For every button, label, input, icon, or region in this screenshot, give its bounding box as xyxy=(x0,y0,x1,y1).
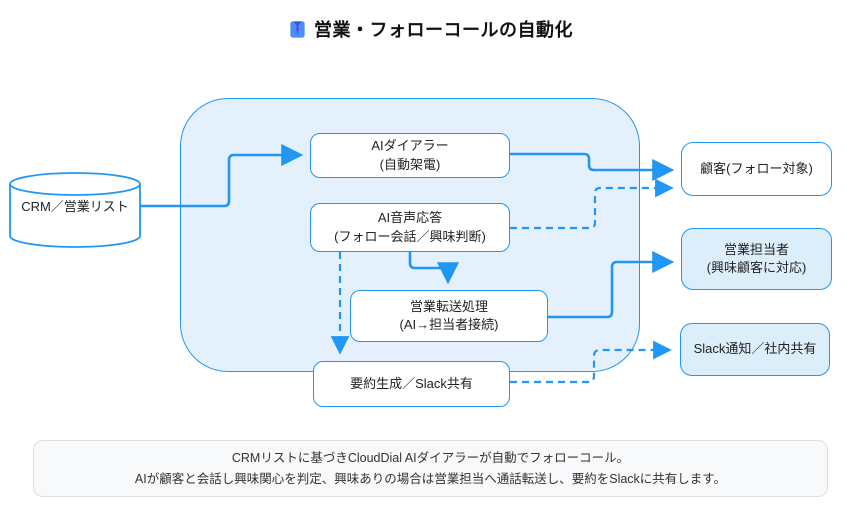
node-ai-dialer: AIダイアラー (自動架電) xyxy=(310,133,510,178)
node-sales-rep-line1: 営業担当者 xyxy=(723,241,789,257)
node-sales-rep: 営業担当者 (興味顧客に対応) xyxy=(681,228,832,290)
page-title-text: 営業・フォローコールの自動化 xyxy=(314,20,573,40)
footer-note: CRMリストに基づきCloudDial AIダイアラーが自動でフォローコール。 … xyxy=(33,440,828,497)
node-ai-voice-response-line2: (フォロー会話／興味判断) xyxy=(334,228,486,244)
node-summary-slack-share: 要約生成／Slack共有 xyxy=(313,361,510,407)
footer-note-line2: AIが顧客と会話し興味関心を判定、興味ありの場合は営業担当へ通話転送し、要約をS… xyxy=(134,471,727,486)
node-sales-rep-line2: (興味顧客に対応) xyxy=(706,260,807,275)
node-ai-voice-response: AI音声応答 (フォロー会話／興味判断) xyxy=(310,203,510,252)
node-ai-dialer-line1: AIダイアラー xyxy=(371,138,449,154)
node-ai-voice-response-line1: AI音声応答 xyxy=(377,210,443,226)
node-customer-label: 顧客(フォロー対象) xyxy=(700,160,813,176)
node-sales-transfer: 営業転送処理 (AI→担当者接続) xyxy=(350,290,548,342)
node-sales-transfer-line1: 営業転送処理 xyxy=(409,298,488,314)
node-crm-label: CRM／営業リスト xyxy=(21,199,129,214)
footer-note-line1: CRMリストに基づきCloudDial AIダイアラーが自動でフォローコール。 xyxy=(231,450,630,465)
node-customer: 顧客(フォロー対象) xyxy=(681,142,832,196)
node-sales-transfer-line2: (AI→担当者接続) xyxy=(399,317,499,332)
necktie-icon xyxy=(288,20,307,39)
page-title: 営業・フォローコールの自動化 xyxy=(0,16,861,42)
node-slack-notification: Slack通知／社内共有 xyxy=(680,323,830,376)
node-ai-dialer-line2: (自動架電) xyxy=(379,156,441,172)
node-summary-slack-share-label: 要約生成／Slack共有 xyxy=(350,375,473,391)
node-slack-notification-label: Slack通知／社内共有 xyxy=(693,341,817,357)
